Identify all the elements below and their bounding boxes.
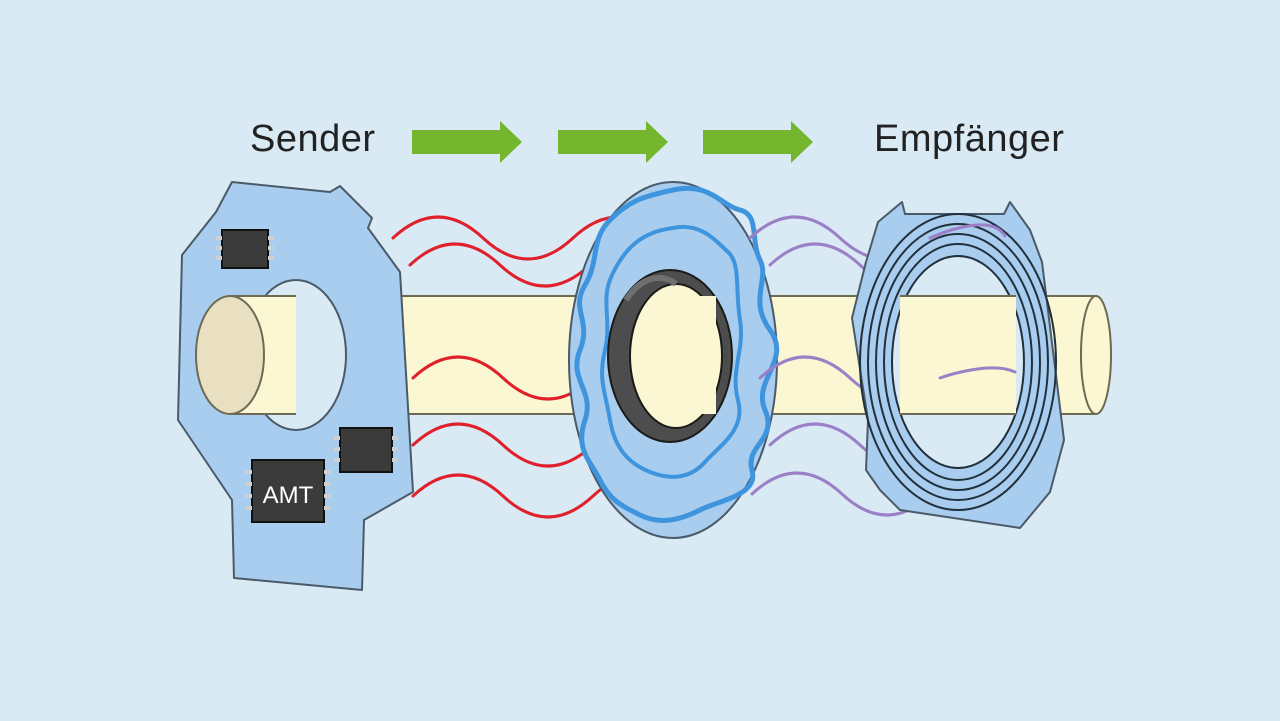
amt-chip: AMT <box>245 459 331 523</box>
chip-icon <box>334 427 398 473</box>
right-arrow-icon <box>412 121 522 163</box>
sender-label: Sender <box>250 118 376 160</box>
chip-icon <box>216 229 274 269</box>
rotor-disk-icon <box>568 181 780 539</box>
chip-label: AMT <box>263 482 314 509</box>
coil-board-icon <box>851 201 1065 529</box>
direction-arrows <box>412 121 813 163</box>
sender-board: AMT <box>177 181 414 591</box>
receiver-label: Empfänger <box>874 118 1065 160</box>
right-arrow-icon <box>558 121 668 163</box>
right-arrow-icon <box>703 121 813 163</box>
